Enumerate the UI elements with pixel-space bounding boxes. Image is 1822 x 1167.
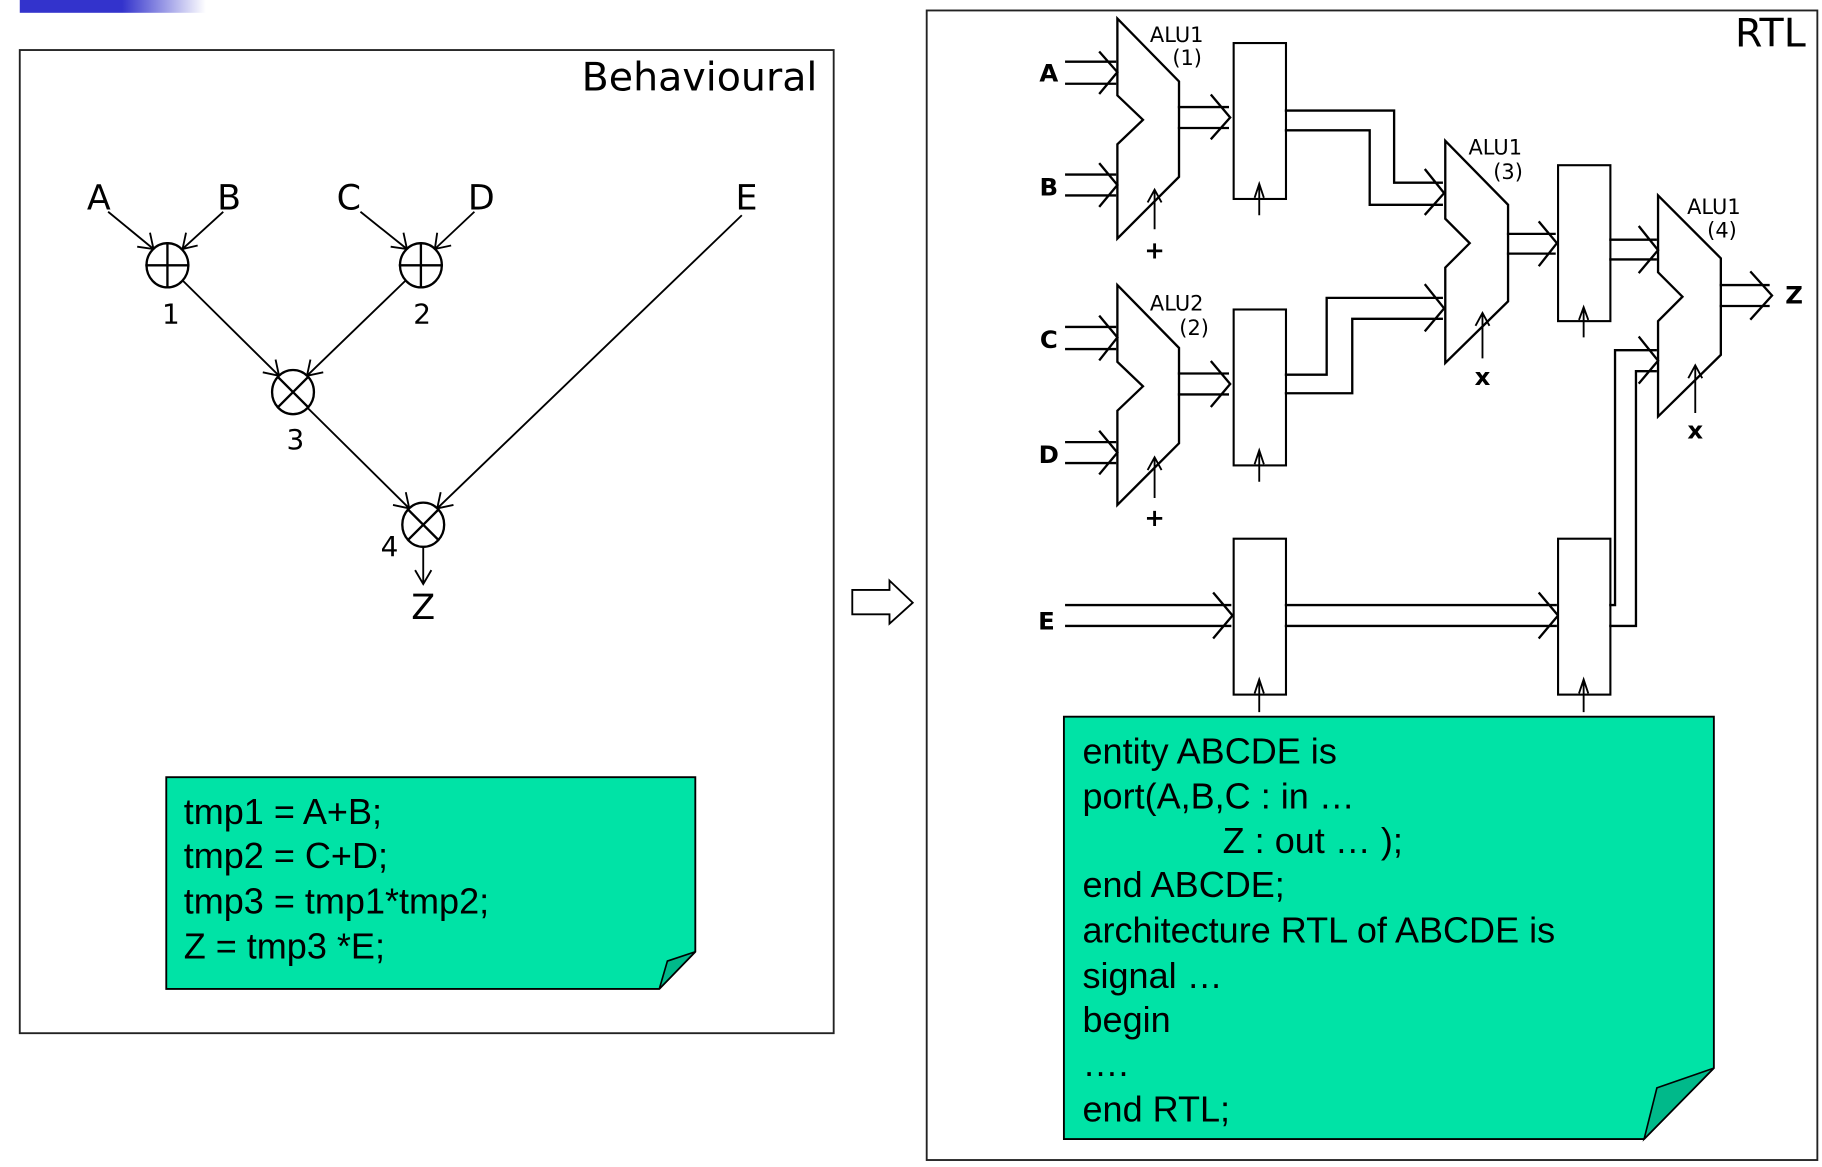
alu-3-op: x <box>1475 362 1491 391</box>
note-fold-icon <box>1642 1067 1715 1142</box>
alu-3-step: (3) <box>1493 160 1523 184</box>
code-line: tmp3 = tmp1*tmp2; <box>184 880 489 921</box>
op-arrow <box>1146 455 1163 498</box>
node-2-label: 2 <box>413 297 431 330</box>
alu-shape <box>1116 15 1181 242</box>
output-label-z: Z <box>411 588 435 628</box>
alu-2-out-bus <box>1177 360 1232 408</box>
code-line: end ABCDE; <box>1083 864 1285 905</box>
node-3: 3 <box>270 368 316 456</box>
node-2: 2 <box>398 242 444 330</box>
alu-3-name: ALU1 <box>1469 136 1523 160</box>
input-label-a: A <box>87 178 111 218</box>
code-line: begin <box>1083 999 1171 1040</box>
clock-icon <box>1578 676 1590 713</box>
rtl-code-note: entity ABCDE is port(A,B,C : in … Z : ou… <box>1062 715 1715 1142</box>
header-accent-bar <box>19 0 206 13</box>
bus-e <box>1065 591 1235 640</box>
pin-label-z: Z <box>1785 281 1803 310</box>
note-fold-icon <box>658 950 696 990</box>
bus-c <box>1065 314 1119 362</box>
behavioural-code-note: tmp1 = A+B; tmp2 = C+D; tmp3 = tmp1*tmp2… <box>165 776 697 990</box>
node-1-label: 1 <box>162 297 180 330</box>
rtl-title: RTL <box>1735 11 1806 57</box>
node-4: 4 <box>381 501 446 563</box>
clock-icon <box>1253 180 1265 216</box>
alu-4-step: (4) <box>1707 218 1737 242</box>
edge-4-to-z <box>414 545 433 586</box>
register-2 <box>1232 308 1288 482</box>
node-1: 1 <box>145 242 190 330</box>
alu-shape <box>1116 282 1181 508</box>
alu-4-op: x <box>1687 416 1703 445</box>
input-label-d: D <box>468 178 495 218</box>
alu-4: ALU1 (4) x <box>1656 192 1774 445</box>
code-line: …. <box>1083 1043 1129 1084</box>
bus-a <box>1065 50 1119 95</box>
code-line: tmp1 = A+B; <box>184 791 382 832</box>
node-4-label: 4 <box>381 530 399 563</box>
alu-2-name: ALU2 <box>1150 292 1204 316</box>
alu-1-name: ALU1 <box>1150 23 1204 47</box>
input-label-b: B <box>217 178 241 218</box>
alu-1: ALU1 (1) + <box>1065 15 1232 264</box>
alu-1-out-bus <box>1177 93 1232 141</box>
behavioural-title: Behavioural <box>582 55 818 101</box>
rtl-panel: RTL A B C D E Z ALU1 (1) + ALU2 (2) <box>925 9 1819 1161</box>
alu-shape <box>1656 192 1723 420</box>
code-line: end RTL; <box>1083 1089 1231 1130</box>
behavioural-panel: Behavioural A B C D E 1 2 <box>18 49 835 1035</box>
clock-icon <box>1578 304 1590 338</box>
right-arrow-icon <box>851 578 915 626</box>
bus-d <box>1065 430 1119 476</box>
register-e1 <box>1232 537 1288 713</box>
alu-3-out-bus <box>1506 220 1559 267</box>
register-3 <box>1557 164 1612 338</box>
alu-1-step: (1) <box>1172 46 1202 70</box>
pin-label-c: C <box>1040 325 1058 354</box>
alu-shape <box>1444 137 1510 366</box>
alu-3: ALU1 (3) x <box>1444 136 1559 391</box>
clock-icon <box>1253 676 1265 713</box>
pin-label-a: A <box>1039 58 1058 87</box>
alu-2-step: (2) <box>1179 316 1209 340</box>
op-arrow <box>1687 363 1704 414</box>
code-line: Z = tmp3 *E; <box>184 926 385 967</box>
node-3-label: 3 <box>286 423 304 456</box>
pin-label-b: B <box>1039 172 1058 201</box>
bus-b <box>1065 162 1119 208</box>
code-line: entity ABCDE is <box>1083 730 1337 771</box>
alu-2-op: + <box>1144 503 1164 532</box>
wire-rege2-to-alu4 <box>1609 335 1660 628</box>
input-label-e: E <box>735 178 757 218</box>
alu-4-name: ALU1 <box>1687 195 1741 219</box>
code-line: port(A,B,C : in … <box>1083 776 1355 817</box>
pin-label-d: D <box>1039 440 1059 469</box>
clock-icon <box>1253 447 1265 482</box>
code-line: architecture RTL of ABCDE is <box>1083 909 1556 950</box>
op-arrow <box>1474 311 1491 359</box>
alu-4-out-bus <box>1719 270 1774 321</box>
pin-label-e: E <box>1038 606 1055 635</box>
register-1 <box>1232 42 1288 216</box>
alu-1-op: + <box>1144 235 1164 264</box>
register-e2 <box>1557 537 1612 713</box>
code-line: signal … <box>1083 955 1223 996</box>
alu-2: ALU2 (2) + <box>1065 282 1232 532</box>
code-line: tmp2 = C+D; <box>184 835 388 876</box>
op-arrow <box>1146 187 1163 230</box>
input-label-c: C <box>337 178 361 218</box>
code-line: Z : out … ); <box>1083 820 1403 861</box>
